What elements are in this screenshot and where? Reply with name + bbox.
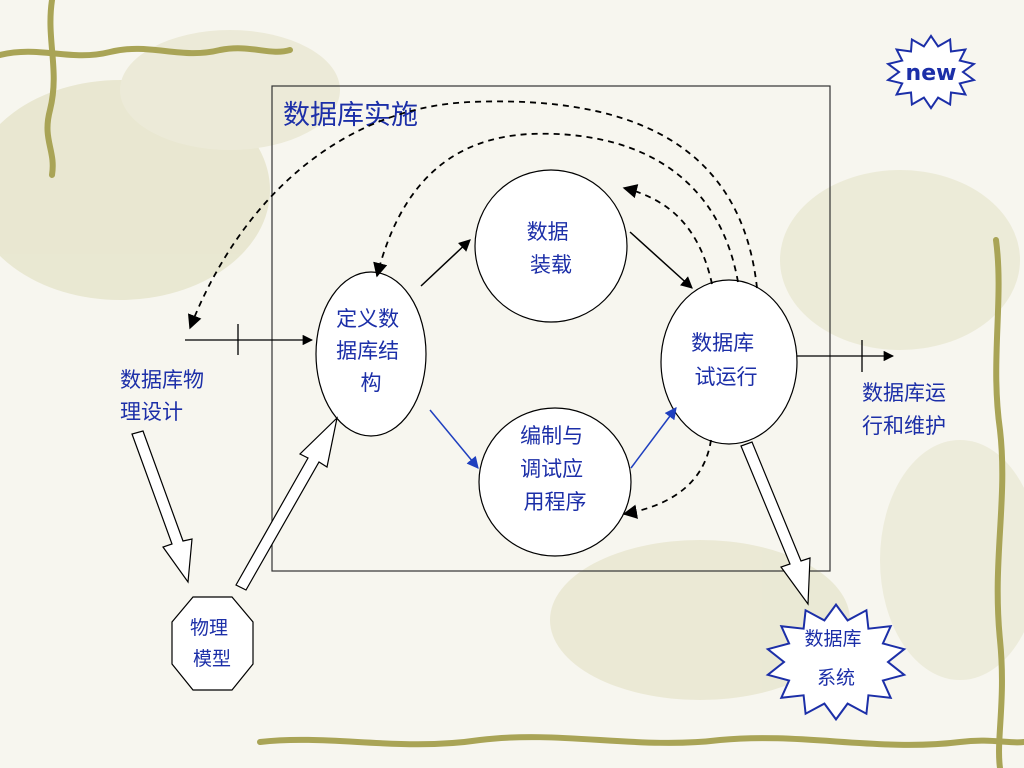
physical-model-label: 物理 模型 xyxy=(190,617,234,670)
node-programming-label: 编制与 调试应 用程序 xyxy=(520,424,590,514)
implementation-frame xyxy=(271,85,831,572)
node-trial-run xyxy=(660,279,798,445)
hollow-arrow-model-to-define xyxy=(235,416,338,591)
node-data-loading xyxy=(474,169,628,323)
physical-model-octagon-icon: 物理 模型 xyxy=(171,596,254,691)
node-define-structure xyxy=(315,271,427,437)
node-define-structure-label: 定义数 据库结 构 xyxy=(336,307,406,395)
arrow-loading-to-trial xyxy=(629,231,693,289)
arrow-define-to-loading xyxy=(420,239,471,287)
db-system-label: 数据库 系统 xyxy=(804,628,867,689)
input-label: 数据库物 理设计 xyxy=(120,368,211,424)
feedback-trial-to-programming xyxy=(622,439,712,519)
node-data-loading-label: 数据 装载 xyxy=(527,220,576,277)
node-trial-run-label: 数据库 试运行 xyxy=(691,331,761,389)
feedback-trial-to-define xyxy=(373,132,739,283)
frame-title: 数据库实施 xyxy=(283,100,418,131)
hollow-arrow-design-to-model xyxy=(131,430,193,584)
new-starburst-icon: new xyxy=(885,34,977,110)
arrow-programming-to-trial xyxy=(630,407,677,469)
background-decoration xyxy=(0,30,1024,700)
feedback-trial-to-loading xyxy=(622,184,713,285)
db-system-starburst-icon: 数据库 系统 xyxy=(765,602,907,722)
feedback-trial-to-design xyxy=(188,100,758,330)
hollow-arrow-trial-to-system xyxy=(740,441,811,606)
node-programming xyxy=(478,407,632,557)
arrow-define-to-programming xyxy=(429,409,479,469)
output-label: 数据库运 行和维护 xyxy=(862,381,953,438)
new-badge-label: new xyxy=(906,61,957,86)
